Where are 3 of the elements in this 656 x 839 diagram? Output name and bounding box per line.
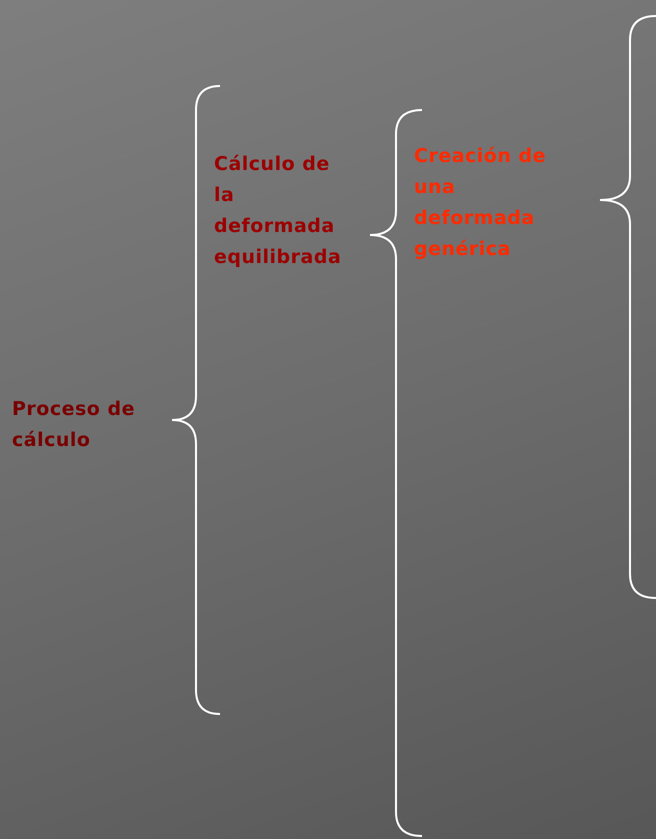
process-label: Proceso de cálculo bbox=[12, 397, 136, 453]
substep-label: Creación de una deformada genérica bbox=[414, 144, 547, 262]
step-label: Cálculo de la deformada equilibrada bbox=[214, 152, 342, 270]
